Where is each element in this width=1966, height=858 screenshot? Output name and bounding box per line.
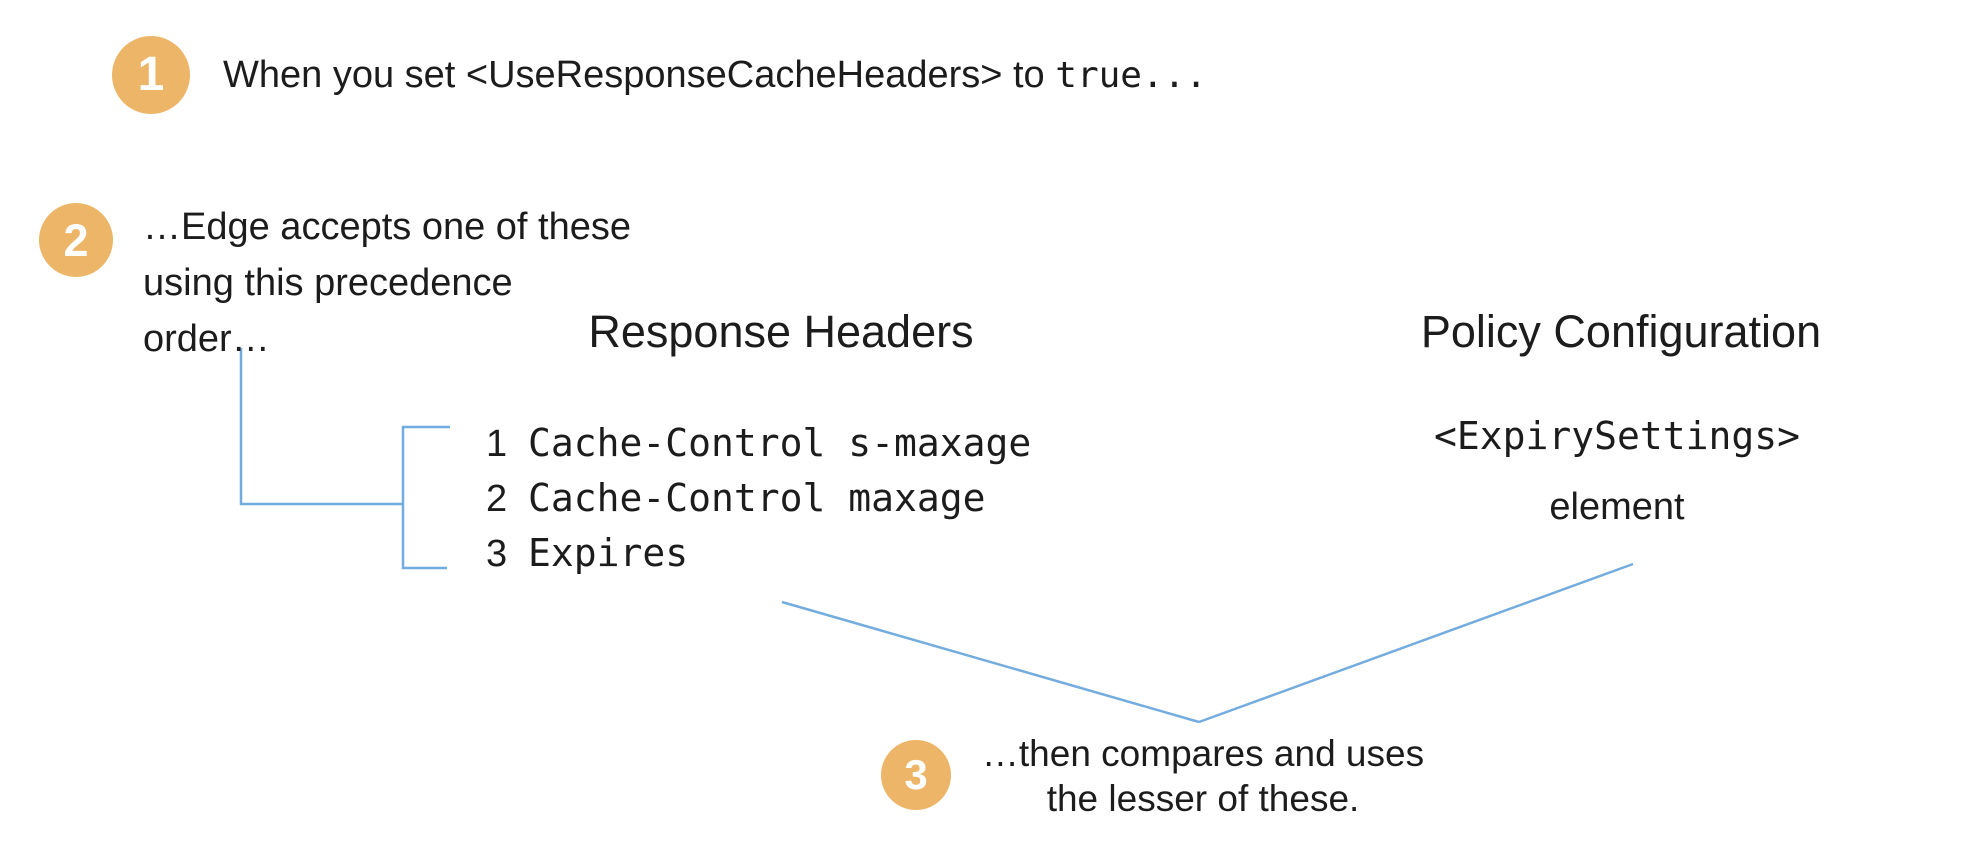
step-3-caption-line: …then compares and uses xyxy=(981,733,1425,774)
step-2-caption-line: using this precedence xyxy=(143,262,513,304)
list-item-value: Cache-Control maxage xyxy=(528,476,986,520)
step-1-caption-code: true... xyxy=(1055,54,1207,96)
step-3-badge-icon: 3 xyxy=(881,740,951,810)
step-3-caption: …then compares and uses the lesser of th… xyxy=(943,731,1463,821)
list-bracket-line xyxy=(401,425,450,570)
expiry-settings-element: <ExpirySettings> xyxy=(1433,414,1801,458)
list-item-rank: 2 xyxy=(486,478,508,520)
step-1-number: 1 xyxy=(137,48,165,101)
compare-left-line xyxy=(781,600,1200,724)
compare-right-line xyxy=(1198,562,1634,724)
precedence-stem-line xyxy=(239,348,403,506)
expiry-settings-element-label: element xyxy=(1549,486,1685,528)
response-headers-list: 1 Cache-Control s-maxage 2 Cache-Control… xyxy=(486,421,1031,586)
list-item: 1 Cache-Control s-maxage xyxy=(486,421,1031,476)
step-1-badge-icon: 1 xyxy=(112,36,190,114)
list-item: 3 Expires xyxy=(486,531,1031,586)
list-item: 2 Cache-Control maxage xyxy=(486,476,1031,531)
list-item-value: Expires xyxy=(528,531,689,575)
step-3-number: 3 xyxy=(904,751,928,798)
list-item-rank: 3 xyxy=(486,533,508,575)
policy-configuration-title: Policy Configuration xyxy=(1420,306,1822,357)
step-2-caption-line: order… xyxy=(143,318,270,360)
step-2-number: 2 xyxy=(63,214,89,266)
response-headers-title: Response Headers xyxy=(588,306,974,357)
step-3-caption-line: the lesser of these. xyxy=(1046,778,1360,819)
list-item-value: Cache-Control s-maxage xyxy=(528,421,1032,465)
step-2-caption: …Edge accepts one of these using this pr… xyxy=(143,199,631,367)
step-1-caption: When you set <UseResponseCacheHeaders> t… xyxy=(223,36,1207,114)
step-1-caption-text: When you set <UseResponseCacheHeaders> t… xyxy=(223,53,1056,96)
step-2-badge-icon: 2 xyxy=(39,203,113,277)
list-item-rank: 1 xyxy=(486,423,508,465)
step-2-caption-line: …Edge accepts one of these xyxy=(143,206,631,248)
